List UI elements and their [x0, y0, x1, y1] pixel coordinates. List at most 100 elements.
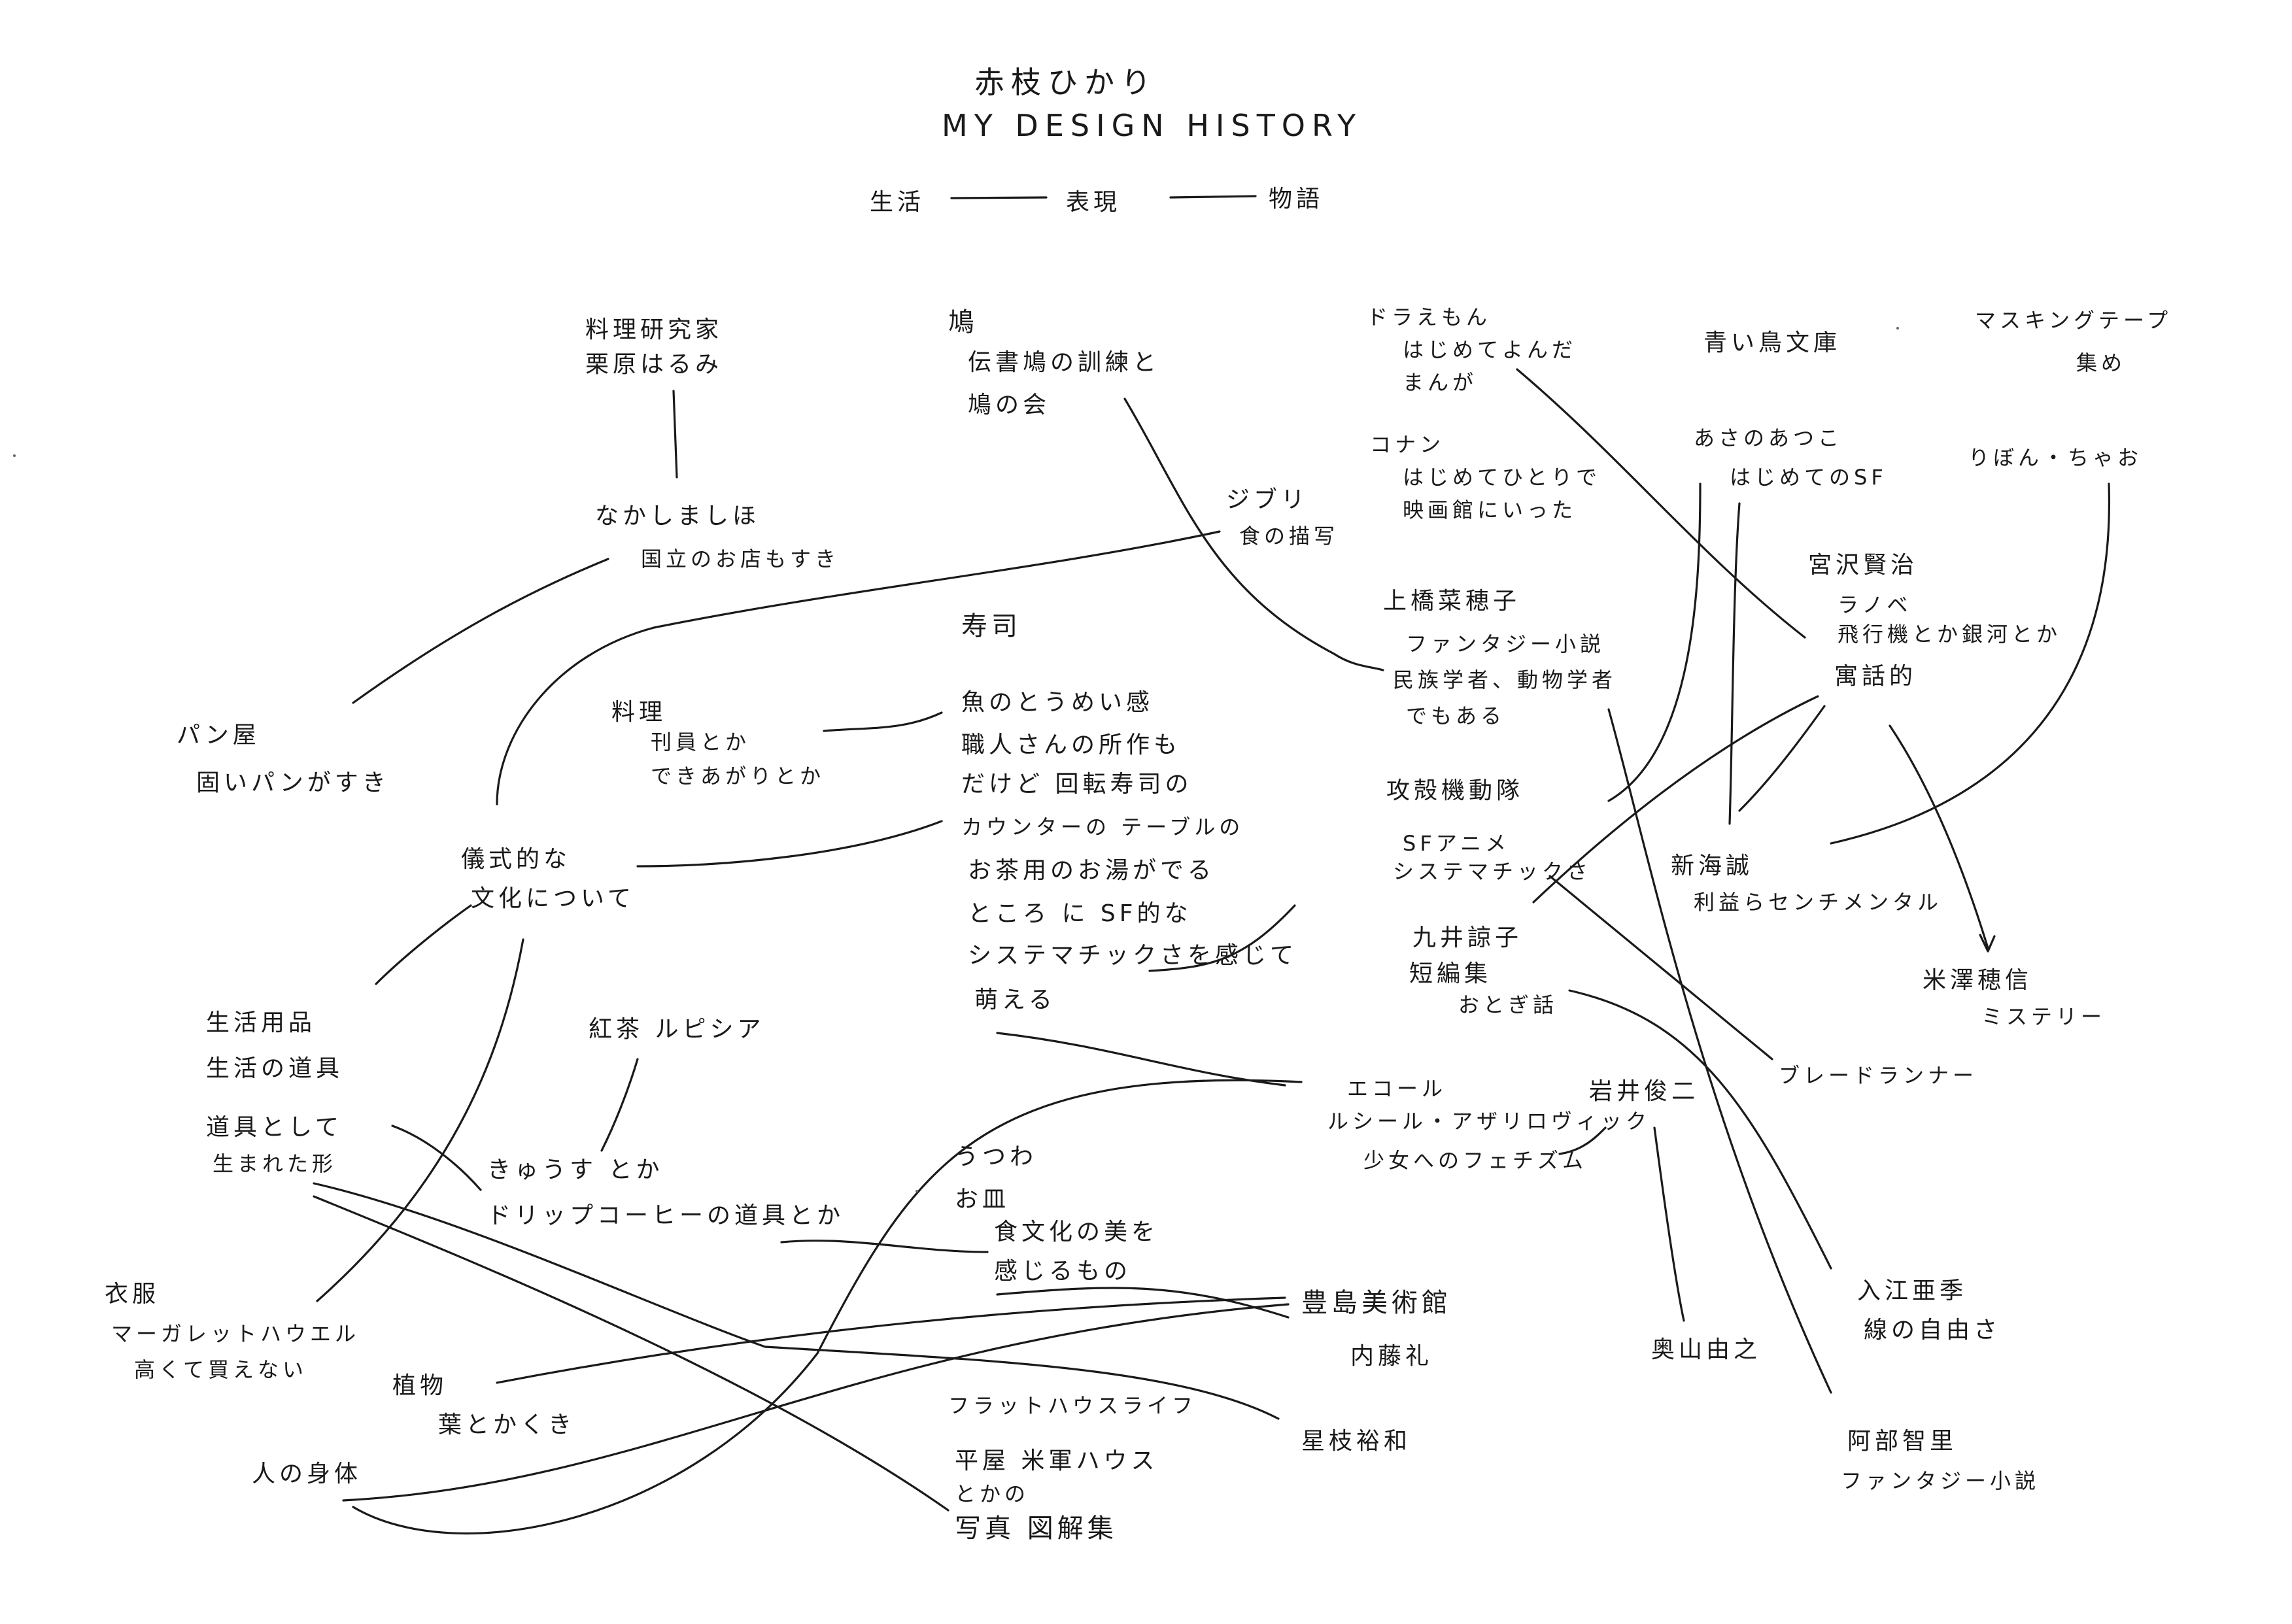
node-sushi-desc-2: 職人さんの所作も [961, 732, 1182, 758]
node-sushi-desc-1: 魚のとうめい感 [961, 689, 1154, 716]
node-sushi-desc-3: だけど 回転寿司の [961, 771, 1193, 798]
axis-label-right: 物語 [1269, 186, 1324, 212]
node-sushi-desc-6: ところ に SF的な [968, 900, 1192, 927]
node-shinkai-1: 新海誠 [1671, 853, 1754, 879]
speck [13, 454, 16, 457]
axis-label-left: 生活 [870, 189, 925, 216]
connector-hato-uehashi [1123, 398, 1384, 671]
node-ghibli-1: ジブリ [1226, 486, 1309, 513]
connector-gishiki-counter [636, 820, 943, 868]
connector-miyazawa-shinkai [1738, 705, 1826, 812]
node-doraemon-2: はじめてよんだ [1403, 337, 1577, 362]
node-ecole-1: エコール [1347, 1076, 1447, 1101]
node-doraemon-1: ドラえもん [1367, 305, 1492, 330]
node-shinkai-2: 利益らセンチメンタル [1694, 890, 1943, 915]
node-irie-1: 入江亜季 [1857, 1277, 1968, 1304]
node-karada: 人の身体 [252, 1461, 362, 1487]
node-miyazawa-4: 寓話的 [1834, 663, 1917, 690]
node-hato-1: 鳩 [948, 307, 978, 337]
node-uehashi-3: 民族学者、動物学者 [1393, 668, 1617, 692]
connector-kocha-kyusu [600, 1058, 639, 1152]
connector-ecole-bottom [996, 1032, 1286, 1087]
node-conan-1: コナン [1370, 432, 1445, 457]
node-ifuku-1: 衣服 [105, 1281, 160, 1308]
node-flat-2: 平屋 米軍ハウス [955, 1447, 1159, 1474]
node-yonezawa-1: 米澤穂信 [1923, 967, 2033, 994]
node-uehashi-4: でもある [1406, 703, 1506, 728]
node-flat-4: 写真 図解集 [955, 1514, 1118, 1544]
node-yonezawa-2: ミステリー [1981, 1004, 2106, 1029]
node-kokaku-2: SFアニメ [1403, 831, 1511, 856]
node-hato-3: 鳩の会 [968, 392, 1051, 418]
node-miyazawa-1: 宮沢賢治 [1808, 552, 1919, 579]
node-blade: ブレードランナー [1779, 1063, 1978, 1088]
node-conan-2: はじめてひとりで [1403, 465, 1601, 490]
connector-gishiki-ifuku [316, 938, 524, 1302]
node-kocha: 紅茶 ルピシア [589, 1016, 765, 1043]
node-asano-2: はじめてのSF [1730, 465, 1887, 490]
author-name: 赤枝ひかり [974, 65, 1157, 100]
node-seikatsu-3: 道具として [206, 1114, 343, 1141]
node-hato-2: 伝書鳩の訓練と [968, 349, 1161, 376]
node-aoitori: 青い鳥文庫 [1703, 330, 1841, 356]
connector-ryori-sushi [823, 711, 943, 732]
node-ryori-kenkyuka-1: 料理研究家 [585, 316, 723, 343]
node-ecole-3: 少女へのフェチズム [1363, 1148, 1588, 1173]
node-teshima-1: 豊島美術館 [1301, 1288, 1452, 1318]
node-shokubutsu-2: 葉とかくき [438, 1412, 576, 1438]
node-utsuwa-3: 食文化の美を [994, 1219, 1159, 1245]
connector-asano-kokaku [1607, 482, 1702, 802]
node-masking-2: 集め [2076, 350, 2127, 375]
connector-ryori-kenkyuka-nakashima [672, 390, 678, 479]
node-ghibli-2: 食の描写 [1239, 524, 1339, 549]
connector-miyazawa-kui [1532, 695, 1819, 904]
node-ecole-2: ルシール・アザリロヴィック [1327, 1109, 1651, 1134]
node-utsuwa-1: うつわ [955, 1143, 1038, 1170]
connector-ribon-shinkai [1830, 482, 2111, 845]
node-uehashi-1: 上橋菜穂子 [1383, 588, 1521, 615]
axis-label-mid: 表現 [1066, 189, 1121, 216]
node-kui-1: 九井諒子 [1412, 924, 1523, 951]
speck [915, 1190, 918, 1193]
connector-doraemon-miyazawa [1516, 368, 1806, 639]
node-sushi-desc-5: お茶用のお湯がでる [968, 857, 1216, 884]
node-seikatsu-2: 生活の道具 [206, 1055, 344, 1082]
node-masking-1: マスキングテープ [1975, 308, 2172, 333]
node-abe-1: 阿部智里 [1847, 1428, 1958, 1455]
node-sushi: 寿司 [961, 611, 1021, 641]
node-ryori-3: できあがりとか [651, 764, 825, 788]
node-ryori-2: 刊員とか [651, 730, 751, 754]
node-sushi-desc-7: システマチックさを感じて [968, 942, 1298, 969]
node-uehashi-2: ファンタジー小説 [1406, 632, 1605, 656]
connector-karada-teshima [342, 1303, 1290, 1502]
node-hoshieda: 星枝裕和 [1301, 1428, 1412, 1455]
connector-miyazawa-yonezawa [1889, 724, 1989, 949]
connector-gishiki-seikatsu [375, 904, 472, 985]
speck [1896, 327, 1899, 330]
node-teshima-2: 内藤礼 [1350, 1343, 1433, 1370]
axis-line-left [950, 196, 1048, 199]
node-nakashima-1: なかしましほ [595, 503, 761, 530]
connector-karada-ecole [352, 1079, 1303, 1534]
connector-kokaku-blade [1548, 875, 1773, 1060]
connector-iwai-okuyama [1653, 1126, 1685, 1322]
connector-shokubutsu-teshima [496, 1296, 1286, 1384]
node-utsuwa-4: 感じるもの [994, 1258, 1132, 1285]
connector-teshima-utsuwa [996, 1287, 1290, 1319]
node-ryori-1: 料理 [611, 699, 667, 726]
node-seikatsu-1: 生活用品 [206, 1009, 316, 1036]
node-kokaku-1: 攻殻機動隊 [1386, 777, 1524, 804]
node-kokaku-3: システマチックさ [1393, 859, 1592, 884]
node-ribon: りぼん・ちゃお [1968, 445, 2143, 470]
connector-nakashima-panya [352, 558, 609, 704]
connector-uehashi-abe [1607, 708, 1832, 1394]
node-kui-3: おとぎ話 [1458, 992, 1558, 1017]
node-nakashima-2: 国立のお店もすき [641, 547, 840, 571]
arrow-head-yonezawa [1979, 934, 1996, 953]
node-iwai: 岩井俊二 [1589, 1078, 1700, 1105]
node-utsuwa-2: お皿 [955, 1186, 1010, 1213]
node-panya-2: 固いパンがすき [196, 770, 390, 796]
node-kyusu-2: ドリップコーヒーの道具とか [487, 1202, 845, 1229]
node-flat-1: フラットハウスライフ [948, 1393, 1197, 1418]
node-sushi-desc-4: カウンターの テーブルの [961, 815, 1244, 839]
